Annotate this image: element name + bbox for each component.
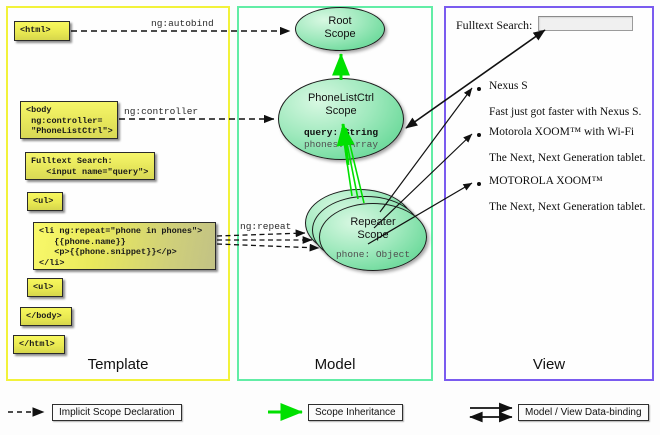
phonelistctrl-scope-title-line2: Scope xyxy=(325,105,357,117)
ul-close-tag-box: <ul> xyxy=(27,278,63,297)
view-bullet-icon xyxy=(477,133,481,137)
root-scope: Root Scope xyxy=(295,7,385,51)
phonelistctrl-scope: PhoneListCtrl Scope query: String phones… xyxy=(278,78,404,160)
view-item-title: Motorola XOOM™ with Wi-Fi xyxy=(489,126,635,138)
fulltext-search-box: Fulltext Search: <input name="query"> xyxy=(25,152,155,180)
view-item-snippet: The Next, Next Generation tablet. xyxy=(489,201,646,213)
view-search-input[interactable] xyxy=(538,16,633,31)
legend-scope-inheritance: Scope Inheritance xyxy=(308,404,403,421)
legend: Implicit Scope Declaration Scope Inherit… xyxy=(0,392,660,435)
panel-view: View xyxy=(444,6,654,381)
ng-repeat-label: ng:repeat xyxy=(240,221,292,232)
repeater-scope-prop-phone: phone: Object xyxy=(335,249,411,260)
view-item-title: MOTOROLA XOOM™ xyxy=(489,175,603,187)
ng-controller-label: ng:controller xyxy=(124,106,199,117)
li-repeat-box: <li ng:repeat="phone in phones"> {{phone… xyxy=(33,222,216,270)
view-item-title: Nexus S xyxy=(489,80,528,92)
view-item-snippet: The Next, Next Generation tablet. xyxy=(489,152,646,164)
phonelistctrl-scope-prop-phones: phones: Array xyxy=(303,139,379,150)
legend-model-view-data-binding: Model / View Data-binding xyxy=(518,404,649,421)
view-item-snippet: Fast just got faster with Nexus S. xyxy=(489,106,642,118)
root-scope-title-line2: Scope xyxy=(324,28,356,40)
html-close-tag-box: </html> xyxy=(13,335,65,354)
body-open-tag-box: <body ng:controller= "PhoneListCtrl"> xyxy=(20,101,118,139)
html-open-tag-box: <html> xyxy=(14,21,70,41)
panel-template-label: Template xyxy=(87,356,149,373)
view-bullet-icon xyxy=(477,182,481,186)
repeater-scope-title-line1: Repeater xyxy=(350,216,396,228)
body-close-tag-box: </body> xyxy=(20,307,72,326)
ng-autobind-label: ng:autobind xyxy=(151,18,214,29)
view-bullet-icon xyxy=(477,87,481,91)
repeater-scope: Repeater Scope phone: Object xyxy=(319,203,427,271)
root-scope-title-line1: Root xyxy=(328,15,352,27)
panel-model-label: Model xyxy=(314,356,356,373)
ul-open-tag-box: <ul> xyxy=(27,192,63,211)
phonelistctrl-scope-prop-query: query: String xyxy=(303,127,379,138)
legend-implicit-scope-declaration: Implicit Scope Declaration xyxy=(52,404,182,421)
panel-view-label: View xyxy=(532,356,566,373)
phonelistctrl-scope-title-line1: PhoneListCtrl xyxy=(307,92,375,104)
repeater-scope-title-line2: Scope xyxy=(357,229,389,241)
view-search-label: Fulltext Search: xyxy=(456,18,533,32)
